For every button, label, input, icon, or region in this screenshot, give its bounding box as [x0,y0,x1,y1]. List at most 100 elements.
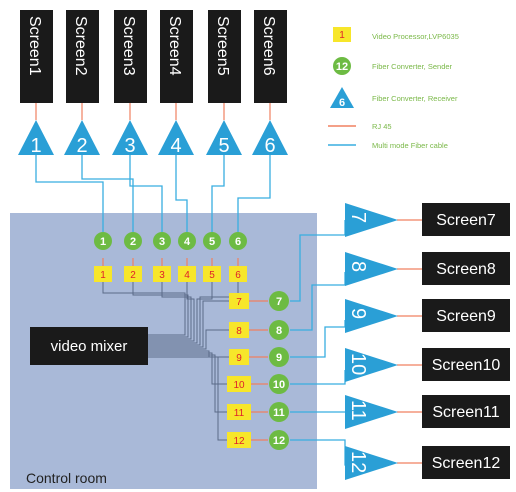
receiver-8: 8 [345,252,398,286]
processor-number: 5 [209,270,215,281]
top-screen-label: Screen4 [166,16,183,76]
sender-number: 6 [235,236,241,248]
right-screen-label: Screen12 [432,455,501,472]
processor-10: 10 [227,376,251,392]
receiver-number: 1 [30,135,41,157]
processor-5: 5 [203,266,221,282]
right-processors: 7 8 9 10 11 12 [227,293,251,448]
top-receivers: 1 2 3 4 5 6 [18,120,288,157]
fiber-top [35,155,271,232]
right-screen-11: Screen11 [422,395,510,428]
receiver-number: 7 [347,212,369,223]
top-senders: 1 2 3 4 5 6 [94,232,247,250]
sender-number: 8 [276,325,282,337]
right-screens: Screen7 Screen8 Screen9 Screen10 Screen1… [422,203,510,479]
sender-number: 4 [184,236,191,248]
processor-7: 7 [229,293,249,309]
processor-number: 9 [236,353,242,364]
right-receivers: 7 8 9 10 11 12 [345,203,398,480]
legend-sender: 12 Fiber Converter, Sender [333,57,453,75]
processor-8: 8 [229,322,249,338]
right-screen-8: Screen8 [422,252,510,285]
receiver-number: 2 [76,135,87,157]
receiver-9: 9 [345,299,398,333]
sender-6: 6 [229,232,247,250]
receiver-2: 2 [64,120,100,157]
top-processors: 1 2 3 4 5 6 [94,266,247,282]
right-screen-label: Screen11 [432,404,499,421]
top-screen-label: Screen1 [26,16,43,76]
top-screen-label: Screen6 [260,16,277,76]
receiver-3: 3 [112,120,148,157]
sender-11: 11 [269,402,289,422]
receiver-12: 12 [345,446,398,480]
top-screen-label: Screen3 [120,16,137,76]
processor-number: 7 [236,297,242,308]
receiver-number: 4 [170,135,181,157]
sender-1: 1 [94,232,112,250]
top-screen-1: Screen1 [20,10,53,103]
receiver-7: 7 [345,203,398,237]
processor-number: 6 [235,270,241,281]
sender-number: 1 [100,236,106,248]
top-screen-5: Screen5 [208,10,241,103]
processor-2: 2 [124,266,142,282]
sender-number: 2 [130,236,136,248]
receiver-10: 10 [345,348,398,382]
sender-4: 4 [178,232,196,250]
receiver-number: 8 [347,261,369,272]
sender-2: 2 [124,232,142,250]
processor-number: 1 [100,270,106,281]
rj45-links [102,258,268,441]
right-screen-label: Screen9 [436,308,496,325]
top-screen-3: Screen3 [114,10,147,103]
receiver-6: 6 [252,120,288,157]
sender-9: 9 [269,347,289,367]
right-screen-label: Screen7 [436,212,496,229]
legend-sender-label: Fiber Converter, Sender [372,62,453,71]
right-screen-10: Screen10 [422,348,510,381]
processor-1: 1 [94,266,112,282]
receiver-11: 11 [345,395,398,429]
processor-number: 3 [159,270,165,281]
legend-receiver-label: Fiber Converter, Receiver [372,94,458,103]
processor-9: 9 [229,349,249,365]
processor-4: 4 [178,266,196,282]
processor-number: 10 [233,380,245,391]
processor-12: 12 [227,432,251,448]
top-screen-label: Screen2 [72,16,89,76]
sender-7: 7 [269,291,289,311]
legend-processor-symbol: 1 [339,30,345,41]
rj45-right [397,219,422,464]
mixer-bundle [102,282,239,441]
legend-sender-symbol: 12 [336,61,348,73]
receiver-number: 5 [218,135,229,157]
top-screen-label: Screen5 [214,16,231,76]
sender-number: 3 [159,236,165,248]
processor-number: 4 [184,270,190,281]
control-room-label: Control room [26,470,107,486]
processor-6: 6 [229,266,247,282]
sender-8: 8 [269,320,289,340]
sender-12: 12 [269,430,289,450]
processor-number: 8 [236,326,242,337]
legend-processor: 1 Video Processor,LVP6035 [333,27,459,42]
legend-receiver: 6 Fiber Converter, Receiver [330,87,458,109]
video-mixer-label: video mixer [51,338,128,355]
receiver-4: 4 [158,120,194,157]
receiver-number: 3 [124,135,135,157]
legend-receiver-symbol: 6 [339,97,345,109]
processor-number: 11 [234,408,245,419]
receiver-5: 5 [206,120,242,157]
receiver-1: 1 [18,120,54,157]
top-screens: Screen1 Screen2 Screen3 Screen4 Screen5 … [20,10,287,103]
sender-number: 5 [209,236,215,248]
receiver-number: 11 [347,400,369,421]
right-screen-12: Screen12 [422,446,510,479]
processor-11: 11 [227,404,251,420]
legend-fiber-label: Multi mode Fiber cable [372,141,448,150]
right-senders: 7 8 9 10 11 12 [269,291,289,450]
receiver-number: 6 [264,135,275,157]
processor-number: 12 [233,436,245,447]
